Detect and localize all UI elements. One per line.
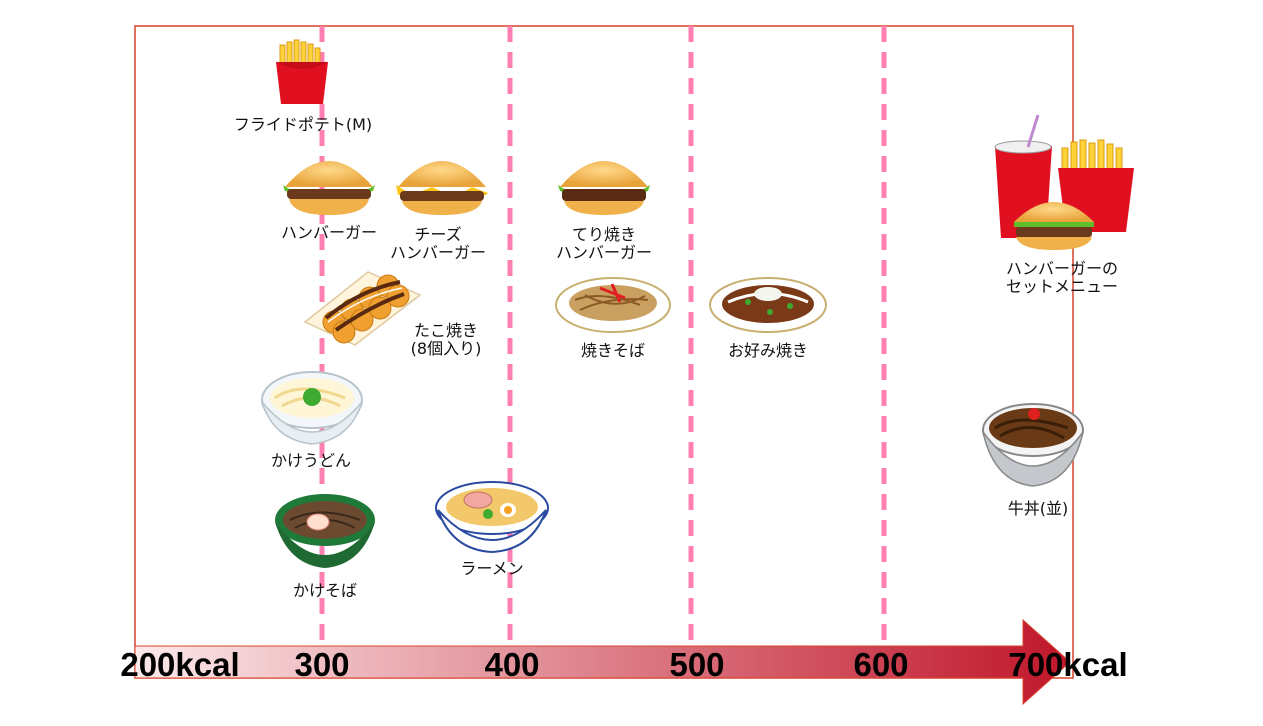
label-yakisoba: 焼きそば [580,341,646,360]
label-ramen: ラーメン [460,559,524,578]
tick-400: 400 [484,646,540,683]
udon-bowl-icon [261,371,363,445]
calorie-arrow [134,618,1071,706]
label-teriyaki-burger: てり焼き ハンバーガー [555,225,653,262]
label-udon: かけうどん [270,451,352,470]
soba-bowl-icon [275,494,375,568]
tick-300: 300 [294,646,350,683]
tick-200: 200kcal [120,646,240,683]
guide-lines [319,26,887,646]
takoyaki-icon [303,271,422,346]
teriyaki-burger-icon [558,161,650,215]
hamburger-icon [283,161,375,215]
burger-set-icon [994,114,1134,250]
label-burger-set: ハンバーガーの セットメニュー [1005,259,1119,296]
tick-600: 600 [853,646,909,683]
label-cheeseburger: チーズ ハンバーガー [389,225,487,262]
label-hamburger: ハンバーガー [280,223,378,242]
cheeseburger-icon [396,161,488,215]
fries-icon [276,39,328,104]
label-takoyaki: たこ焼き (8個入り) [410,321,482,358]
ramen-bowl-icon [435,481,549,554]
label-gyudon: 牛丼(並) [1007,499,1069,518]
label-soba: かけそば [292,581,358,600]
tick-500: 500 [669,646,725,683]
gyudon-bowl-icon [982,403,1084,487]
tick-700: 700kcal [1008,646,1128,683]
yakisoba-icon [555,277,671,333]
okonomiyaki-icon [709,277,827,333]
label-fries: フライドポテト(M) [233,115,373,134]
label-okonomiyaki: お好み焼き [727,341,809,360]
